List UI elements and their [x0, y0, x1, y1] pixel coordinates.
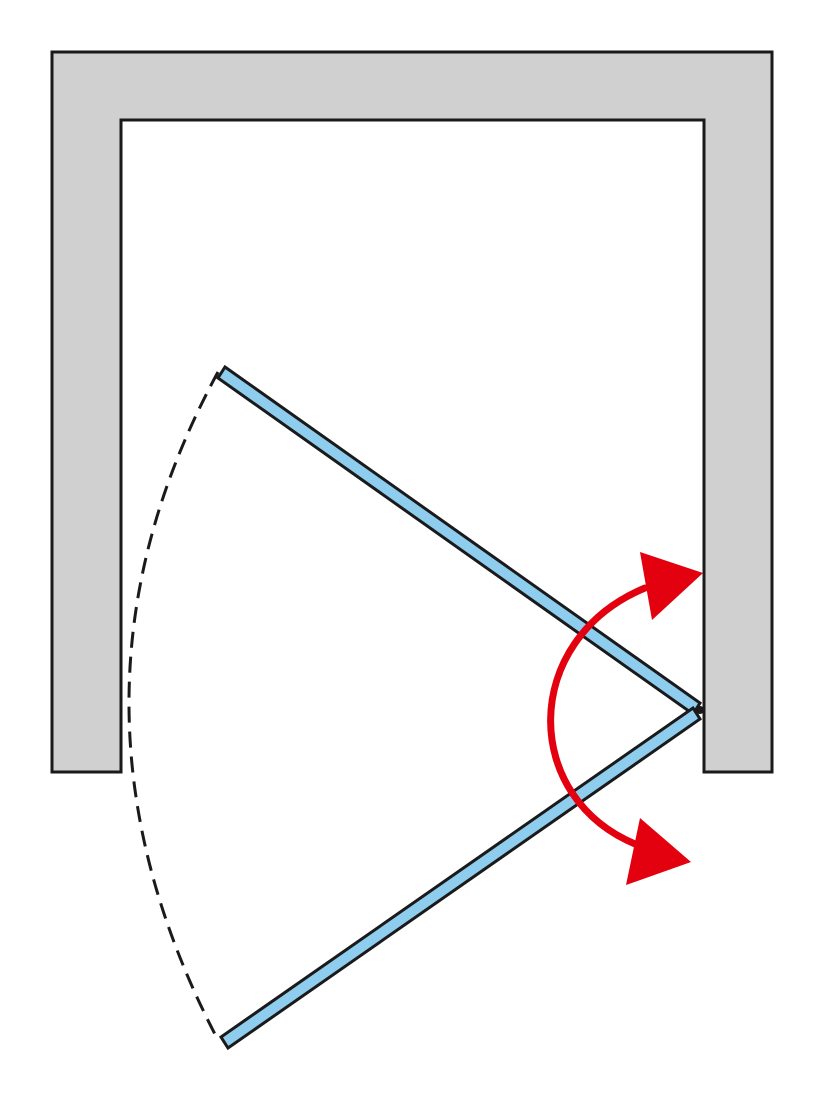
glass-panel-inward: [215, 364, 703, 717]
hinge-point: [696, 706, 704, 714]
rotation-arrow-arc: [547, 584, 649, 850]
u-shaped-wall: [50, 50, 774, 774]
glass-panel-outward: [218, 705, 703, 1051]
swing-arc-dashed: [127, 371, 220, 1041]
arrow-head-up-icon: [640, 552, 703, 620]
rotation-arrow: [547, 552, 703, 885]
arrow-head-down-icon: [626, 818, 691, 885]
